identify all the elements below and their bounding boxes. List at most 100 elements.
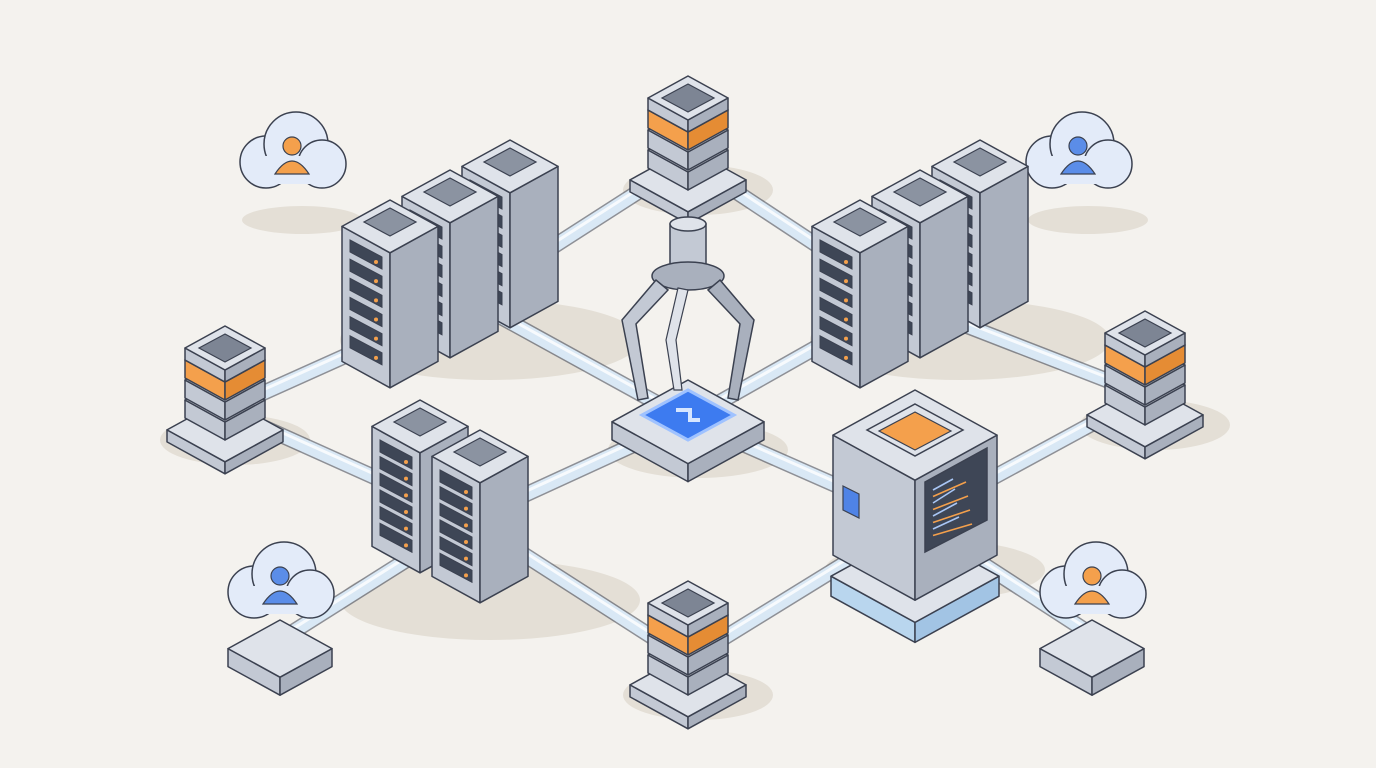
server-slot — [379, 522, 413, 554]
code-line — [932, 478, 954, 491]
storage-lid — [1117, 318, 1173, 348]
code-line — [932, 502, 958, 517]
server-slot — [379, 439, 413, 470]
user-cloud-cloud-bl — [227, 541, 335, 696]
link-glyph — [676, 408, 700, 422]
server-led — [374, 355, 378, 360]
person-body — [1059, 160, 1097, 175]
storage-lid — [197, 333, 253, 363]
server-rack-group-servers-bottom — [371, 399, 529, 604]
server-top-panel — [362, 207, 418, 237]
code-line — [932, 488, 956, 504]
server-slot — [439, 519, 473, 550]
code-line — [932, 495, 969, 511]
server-led — [374, 260, 378, 264]
right-face — [859, 225, 909, 389]
storage-lid — [660, 588, 716, 618]
server-led — [844, 279, 848, 284]
server-led — [464, 556, 468, 561]
orange-pad — [877, 411, 953, 451]
server-top-panel — [892, 177, 948, 207]
server-led — [464, 506, 468, 511]
person-head — [1082, 566, 1102, 586]
app-cube — [830, 389, 1000, 644]
server-slot — [439, 469, 473, 500]
storage-stack-stack-left — [166, 325, 284, 475]
server-led — [404, 476, 408, 481]
shadow — [1028, 206, 1148, 234]
server-led — [464, 540, 468, 544]
server-led — [404, 526, 408, 531]
person-body — [273, 160, 311, 175]
right-face — [389, 225, 439, 389]
server-slot — [349, 296, 383, 328]
server-slot — [349, 315, 383, 347]
right-face — [919, 195, 969, 359]
server-led — [844, 298, 848, 303]
person-body — [261, 590, 299, 605]
right-face — [449, 195, 499, 359]
code-line — [932, 509, 971, 524]
iso-box — [227, 619, 333, 696]
top-face — [227, 619, 333, 678]
iso-box — [1039, 619, 1145, 696]
server-led — [844, 336, 848, 341]
right-face — [979, 165, 1029, 329]
ui-badge-icon — [842, 485, 860, 519]
server-led — [464, 490, 468, 494]
server-slot — [439, 502, 473, 534]
server-slot — [439, 485, 473, 517]
server-led — [404, 493, 408, 498]
code-line — [932, 481, 967, 498]
code-line — [932, 523, 973, 537]
top-face — [1039, 619, 1145, 678]
server-top-panel — [832, 207, 888, 237]
nodes — [166, 75, 1204, 730]
server-led — [374, 317, 378, 322]
server-slot — [349, 277, 383, 309]
server-rack-group-servers-right — [811, 139, 1029, 389]
server-slot — [349, 258, 383, 289]
server-led — [844, 355, 848, 360]
server-slot — [819, 335, 853, 366]
server-top-panel — [422, 177, 478, 207]
claw-finger-right — [706, 278, 755, 401]
person-head — [270, 566, 290, 586]
storage-stack-stack-right — [1086, 310, 1204, 460]
server-led — [844, 317, 848, 322]
user-cloud-cloud-tl — [239, 111, 347, 189]
server-led — [464, 573, 468, 578]
user-cloud-cloud-br — [1039, 541, 1147, 696]
shadow — [242, 206, 362, 234]
server-top-panel — [452, 437, 508, 467]
claw-shaft-top — [669, 216, 707, 232]
server-slot — [819, 315, 853, 347]
server-slot — [439, 552, 473, 584]
claw-finger-center — [665, 287, 689, 391]
robot-claw-hub — [611, 216, 765, 483]
storage-lid — [660, 83, 716, 113]
code-line — [932, 516, 960, 530]
server-slot — [379, 455, 413, 487]
server-led — [404, 460, 408, 464]
server-led — [374, 298, 378, 303]
claw-finger-left — [621, 278, 670, 401]
right-face — [509, 165, 559, 329]
person-head — [1068, 136, 1088, 156]
server-top-panel — [952, 147, 1008, 177]
server-slot — [379, 505, 413, 537]
server-slot — [819, 258, 853, 289]
user-cloud-cloud-tr — [1025, 111, 1133, 189]
server-slot — [819, 296, 853, 328]
server-led — [844, 260, 848, 264]
server-slot — [379, 489, 413, 520]
server-led — [464, 523, 468, 528]
server-slot — [349, 335, 383, 366]
server-rack-group-servers-left — [341, 139, 559, 389]
storage-stack-stack-bottom — [629, 580, 747, 730]
person-head — [282, 136, 302, 156]
server-slot — [439, 535, 473, 567]
server-slot — [349, 239, 383, 270]
person-body — [1073, 590, 1111, 605]
